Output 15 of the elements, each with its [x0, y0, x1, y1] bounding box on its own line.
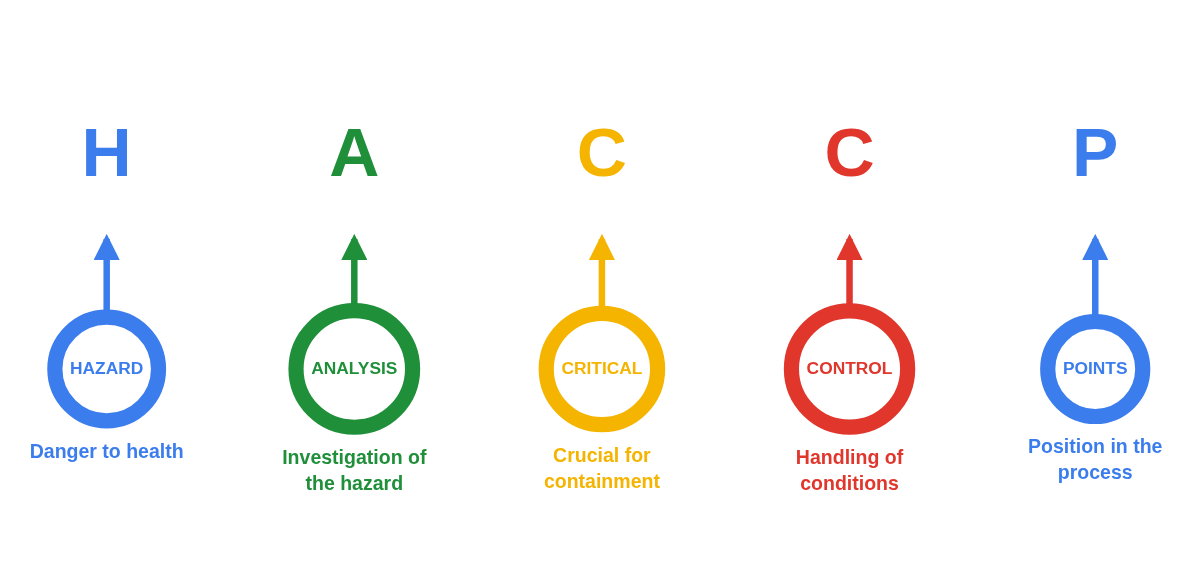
node-circle: ANALYSIS [288, 303, 421, 435]
node-circle: CONTROL [783, 303, 916, 435]
node-text: H [81, 113, 132, 192]
node-text: C [824, 113, 875, 192]
node-text: A [329, 113, 380, 192]
node-caption: Position in the process [1028, 435, 1163, 484]
node-caption: Danger to health [29, 439, 184, 462]
node-circle: HAZARD [47, 309, 167, 429]
node-caption: Handling of conditions [795, 445, 904, 494]
node-circle: POINTS [1040, 313, 1151, 425]
node-caption: Investigation of the hazard [282, 446, 427, 495]
node-caption: Crucial for containment [543, 443, 660, 492]
node-circle: CRITICAL [538, 305, 666, 433]
node-text: C [576, 113, 627, 192]
node-text: P [1072, 113, 1119, 192]
